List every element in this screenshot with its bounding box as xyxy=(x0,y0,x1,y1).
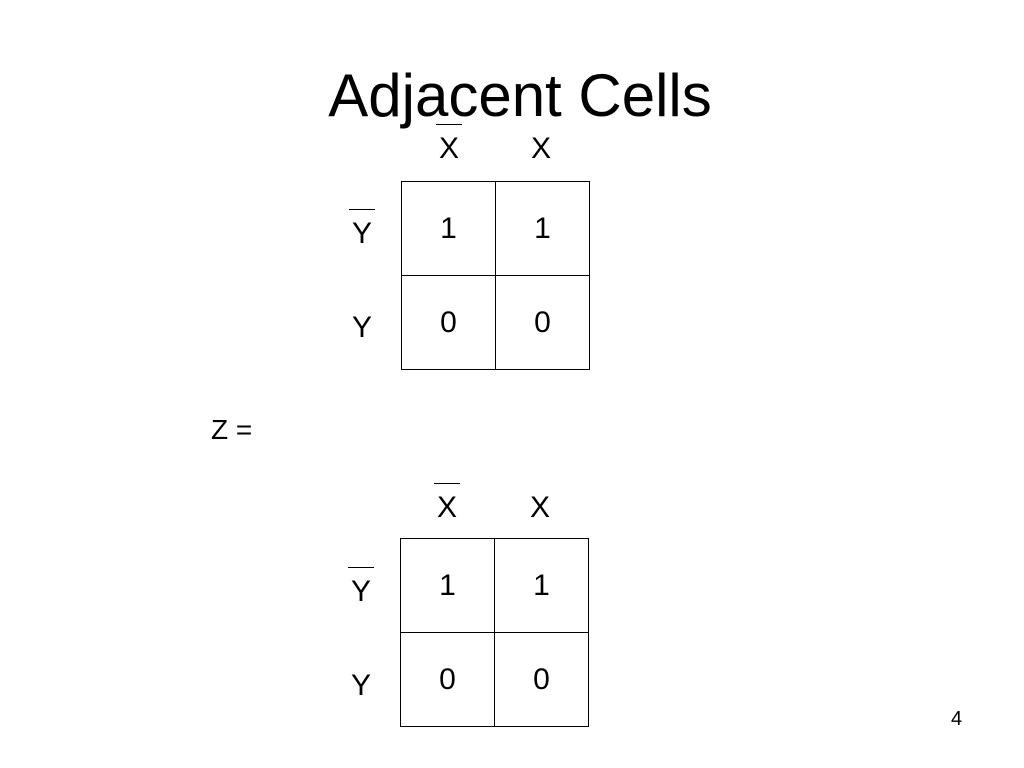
col-label-x-bar: X xyxy=(435,124,463,165)
row-label-y: Y xyxy=(352,311,373,344)
col-label-x: X xyxy=(531,132,552,165)
overlined-label: X xyxy=(435,124,463,165)
page-number: 4 xyxy=(951,708,963,730)
kmap-cell: 1 xyxy=(401,539,495,633)
kmap-cell: 1 xyxy=(402,182,496,276)
col-label-x-bar: X xyxy=(433,483,461,524)
overlined-label: X xyxy=(433,483,461,524)
kmap-cell: 1 xyxy=(495,539,589,633)
row-label-y-bar: Y xyxy=(348,209,376,250)
equation-label: Z = xyxy=(211,414,253,445)
kmap-cell: 1 xyxy=(496,182,590,276)
kmap-grid: 1 1 0 0 xyxy=(401,181,590,370)
col-label-x: X xyxy=(530,491,551,524)
overlined-label: Y xyxy=(347,567,375,608)
kmap-grid: 1 1 0 0 xyxy=(400,538,589,727)
row-label-y-bar: Y xyxy=(347,567,375,608)
kmap-cell: 0 xyxy=(495,633,589,727)
slide-title: Adjacent Cells xyxy=(328,62,712,129)
kmap-cell: 0 xyxy=(402,276,496,370)
kmap-cell: 0 xyxy=(401,633,495,727)
kmap-cell: 0 xyxy=(496,276,590,370)
row-label-y: Y xyxy=(351,669,372,702)
overlined-label: Y xyxy=(348,209,376,250)
